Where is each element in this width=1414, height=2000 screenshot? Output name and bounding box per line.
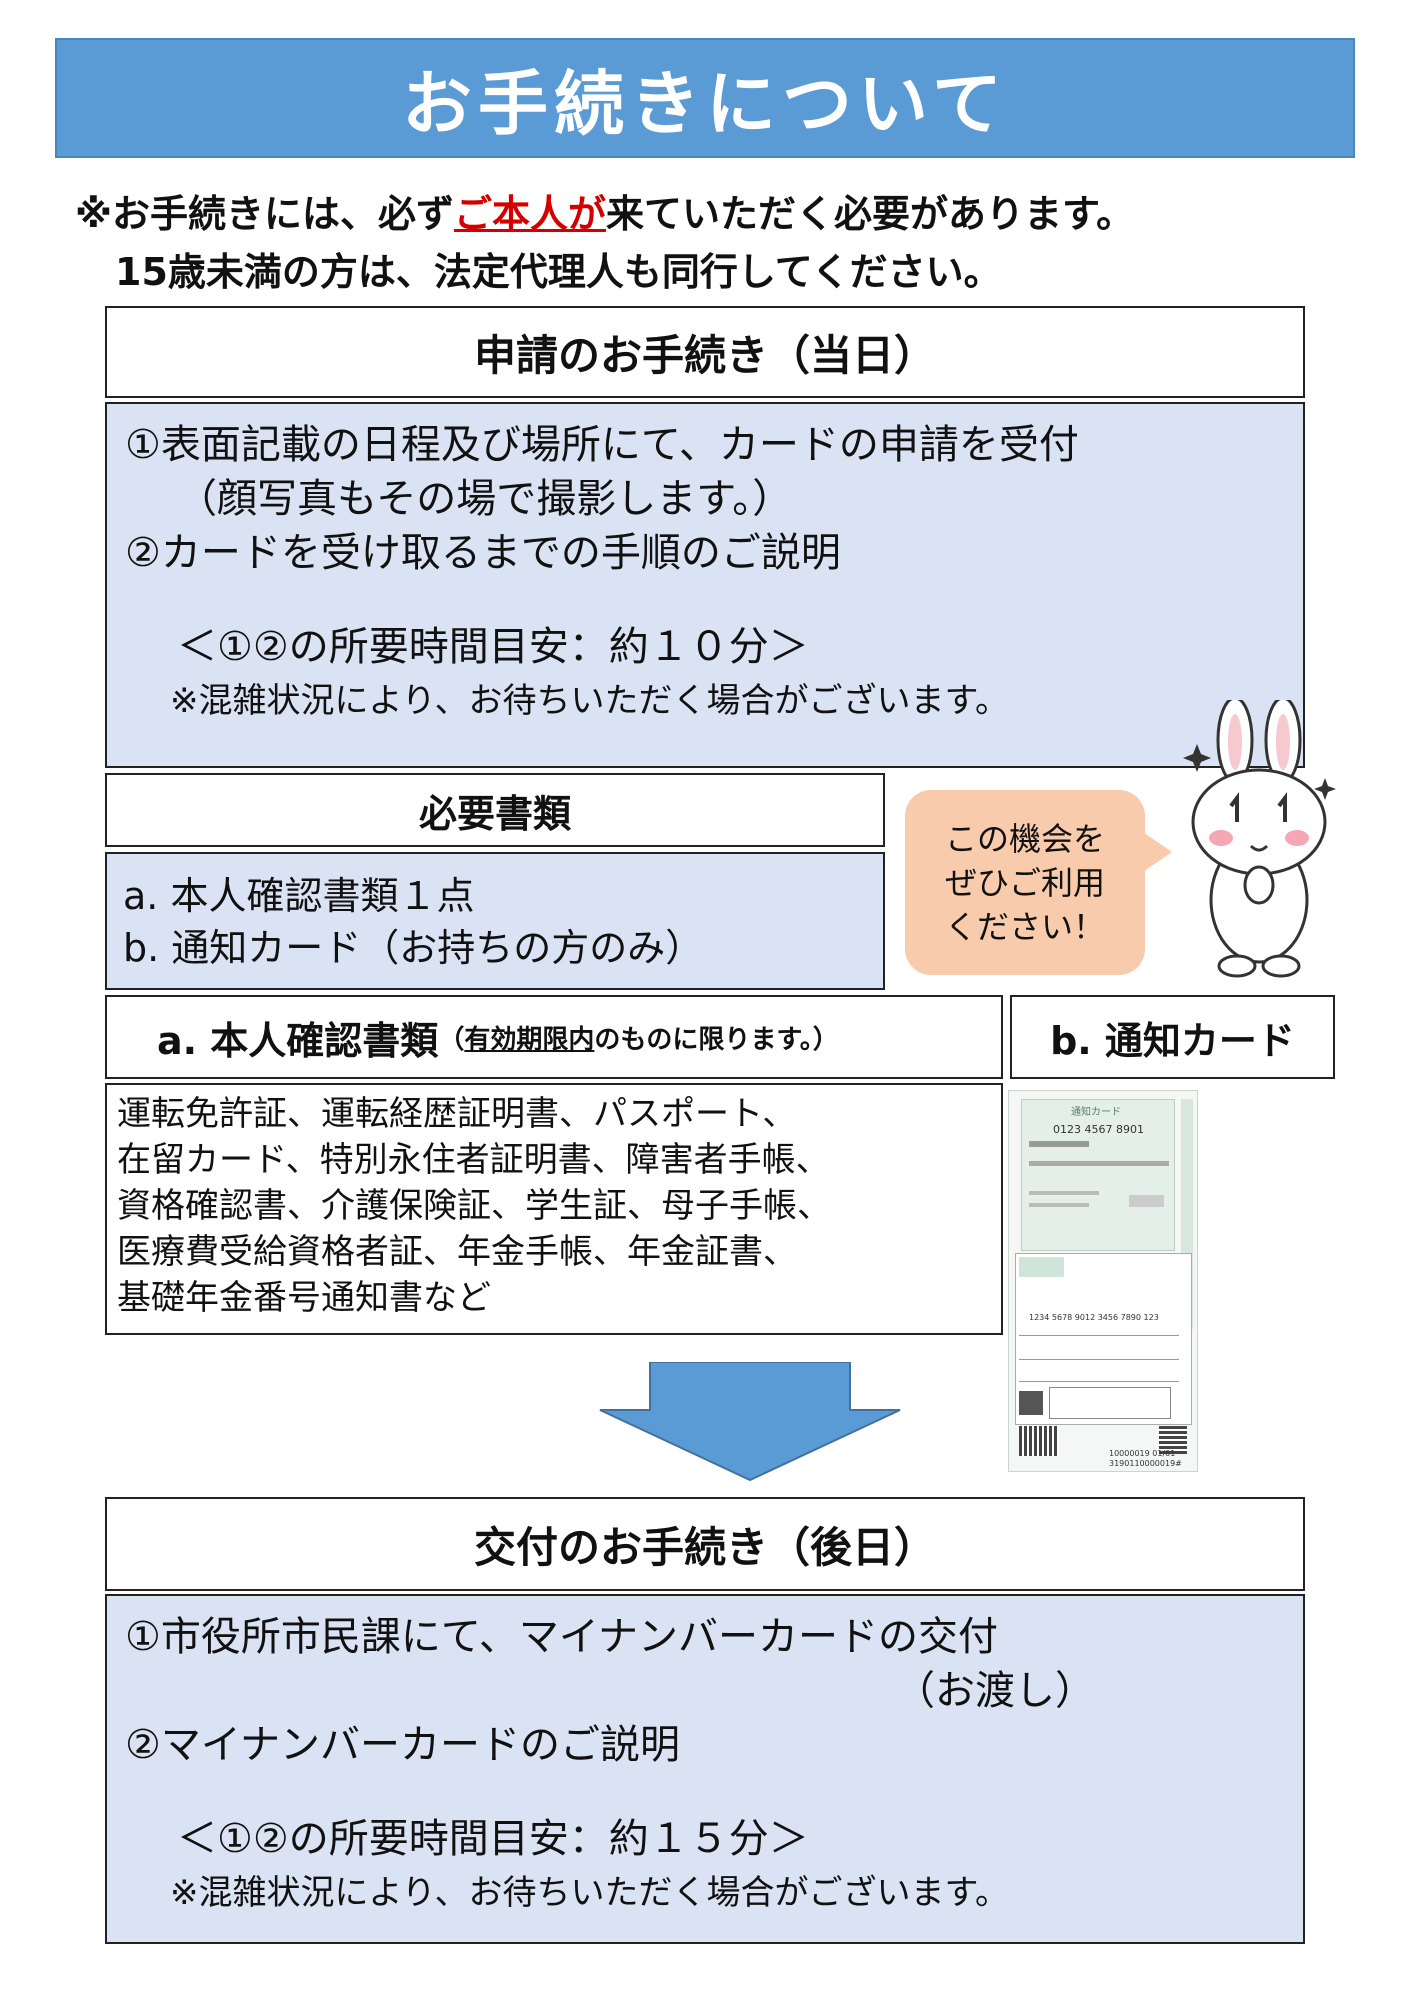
application-note: ※混雑状況により、お待ちいただく場合がございます。 xyxy=(170,681,1010,721)
card-footer-number: 10000019 01/01 xyxy=(1109,1449,1176,1458)
card-footer-number-2: 3190110000019# xyxy=(1109,1459,1182,1468)
notice-line-1-suffix: 来ていただく必要があります。 xyxy=(605,192,1135,236)
issuance-step-1: ①市役所市民課にて、マイナンバーカードの交付 xyxy=(125,1614,999,1660)
issuance-time-estimate: ＜①②の所要時間目安：約１５分＞ xyxy=(177,1816,809,1862)
application-header-text: 申請のお手続き（当日） xyxy=(473,330,936,380)
issuance-steps-panel: ①市役所市民課にて、マイナンバーカードの交付 （お渡し） ②マイナンバーカードの… xyxy=(105,1594,1305,1944)
card-number: 0123 4567 8901 xyxy=(1053,1123,1144,1136)
page-title: お手続きについて xyxy=(402,62,1008,145)
issuance-step-1-sub: （お渡し） xyxy=(895,1668,1095,1714)
notice-line-2: 15歳未満の方は、法定代理人も同行してください。 xyxy=(115,250,1002,294)
id-docs-header-underlined: 有効期限内 xyxy=(464,1024,595,1055)
id-docs-line: 運転免許証、運転経歴証明書、パスポート、 xyxy=(117,1094,797,1134)
id-docs-line: 資格確認書、介護保険証、学生証、母子手帳、 xyxy=(117,1186,831,1226)
id-docs-line: 基礎年金番号通知書など xyxy=(117,1278,491,1318)
application-step-2: ②カードを受け取るまでの手順のご説明 xyxy=(125,530,841,576)
card-title: 通知カード xyxy=(1071,1107,1121,1118)
application-time-estimate: ＜①②の所要時間目安：約１０分＞ xyxy=(177,624,809,670)
page-title-banner: お手続きについて xyxy=(55,38,1355,158)
notification-card-header: b. 通知カード xyxy=(1010,995,1335,1079)
id-docs-line: 医療費受給資格者証、年金手帳、年金証書、 xyxy=(117,1232,797,1272)
issuance-step-2: ②マイナンバーカードのご説明 xyxy=(125,1722,681,1768)
speech-bubble-line-2: ぜひご利用 xyxy=(944,863,1105,902)
id-docs-list: 運転免許証、運転経歴証明書、パスポート、 在留カード、特別永住者証明書、障害者手… xyxy=(105,1083,1003,1335)
rabbit-mascot-illustration xyxy=(1183,700,1336,978)
down-arrow-icon xyxy=(599,1362,901,1482)
id-docs-header-paren: （ xyxy=(438,1024,465,1055)
required-docs-panel: a. 本人確認書類１点 b. 通知カード（お持ちの方のみ） xyxy=(105,852,885,990)
required-doc-item-a: a. 本人確認書類１点 xyxy=(123,874,475,918)
issuance-header: 交付のお手続き（後日） xyxy=(105,1497,1305,1591)
required-docs-header: 必要書類 xyxy=(105,773,885,847)
speech-bubble-line-3: ください！ xyxy=(944,907,1105,946)
notification-card-image: 通知カード 0123 4567 8901 1234 5678 9012 3456… xyxy=(1008,1090,1198,1472)
id-docs-line: 在留カード、特別永住者証明書、障害者手帳、 xyxy=(117,1140,830,1180)
card-long-number: 1234 5678 9012 3456 7890 123 xyxy=(1029,1313,1159,1322)
speech-bubble: この機会を ぜひご利用 ください！ xyxy=(905,790,1145,975)
speech-bubble-tail xyxy=(1140,830,1172,874)
notice-emphasis: ご本人が xyxy=(453,192,606,236)
required-doc-item-b: b. 通知カード（お持ちの方のみ） xyxy=(123,926,704,970)
application-step-1: ①表面記載の日程及び場所にて、カードの申請を受付 xyxy=(125,422,1079,468)
speech-bubble-line-1: この機会を xyxy=(944,819,1105,858)
attendance-notice: ※お手続きには、必ずご本人が来ていただく必要があります。 15歳未満の方は、法定… xyxy=(75,185,1375,301)
issuance-header-text: 交付のお手続き（後日） xyxy=(473,1522,936,1572)
id-docs-header: a. 本人確認書類 （ 有効期限内 のものに限ります。） xyxy=(105,995,1003,1079)
application-step-1-sub: （顔写真もその場で撮影します。） xyxy=(177,476,793,522)
required-docs-header-text: 必要書類 xyxy=(418,791,571,836)
id-docs-header-main: a. 本人確認書類 xyxy=(157,1018,439,1063)
notice-line-1: ※お手続きには、必ずご本人が来ていただく必要があります。 xyxy=(75,185,1375,243)
notice-line-1-prefix: ※お手続きには、必ず xyxy=(75,192,454,236)
application-steps-panel: ①表面記載の日程及び場所にて、カードの申請を受付 （顔写真もその場で撮影します。… xyxy=(105,402,1305,768)
notification-card-header-text: b. 通知カード xyxy=(1050,1018,1295,1063)
id-docs-header-rest: のものに限ります。） xyxy=(594,1024,839,1055)
application-header: 申請のお手続き（当日） xyxy=(105,306,1305,398)
issuance-note: ※混雑状況により、お待ちいただく場合がございます。 xyxy=(170,1873,1010,1913)
